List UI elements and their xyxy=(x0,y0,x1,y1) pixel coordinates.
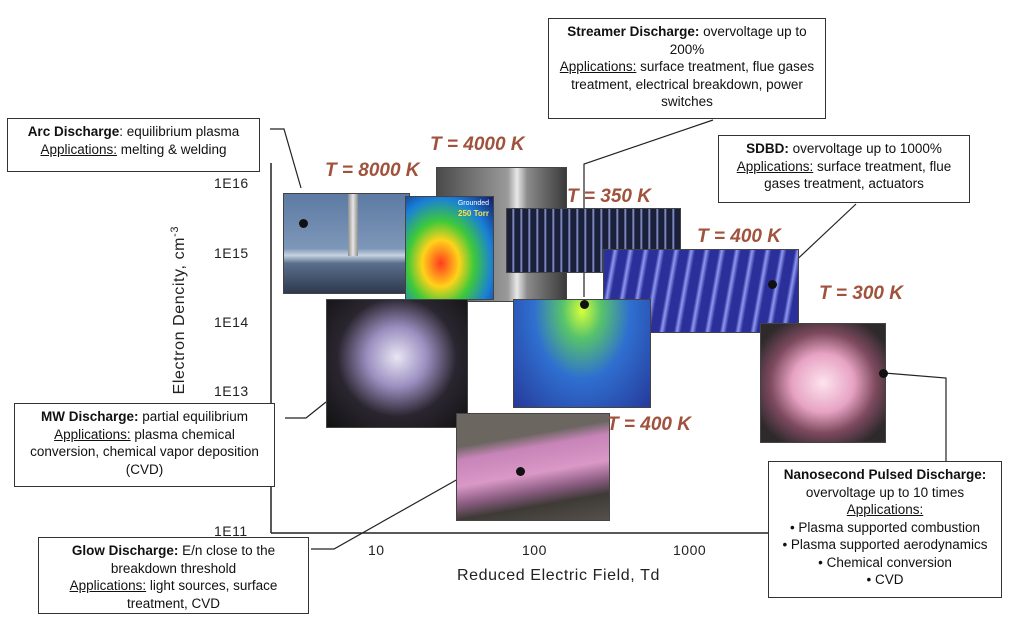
mw-title: MW Discharge: xyxy=(40,409,139,424)
glow-leader xyxy=(311,469,475,550)
temp-mw-torch: T = 4000 K xyxy=(430,134,525,155)
nanosecond-photo xyxy=(760,323,888,443)
x-tick-10: 10 xyxy=(368,542,385,558)
arc-photo xyxy=(283,193,410,294)
streamer-array-photo xyxy=(506,208,681,273)
glow-apps: light sources, surface treatment, CVD xyxy=(126,578,278,611)
sdbd-app-label: Applications: xyxy=(736,158,814,174)
temp-nanosecond: T = 300 K xyxy=(819,283,903,304)
mw-app-label: Applications: xyxy=(54,426,131,442)
arc-app-label: Applications: xyxy=(40,141,117,157)
nanosecond-app-item: • Chemical conversion xyxy=(818,554,952,570)
plasma-density-map-photo: Grounded 250 Torr xyxy=(405,196,494,300)
inset-tag: Grounded xyxy=(457,200,489,207)
streamer-desc: overvoltage up to 200% xyxy=(669,24,807,57)
streamer-tree-photo xyxy=(513,299,651,408)
y-axis-label: Electron Dencity, cm-3 xyxy=(168,225,189,395)
nanosecond-app-item: • Plasma supported combustion xyxy=(789,519,981,535)
temp-sdbd: T = 400 K xyxy=(697,226,781,247)
mw-apps: plasma chemical conversion, chemical vap… xyxy=(30,426,259,477)
arc-callout: Arc Discharge: equilibrium plasma Applic… xyxy=(7,118,260,172)
nanosecond-desc: overvoltage up to 10 times xyxy=(805,484,965,500)
streamer-apps: surface treatment, flue gases treatment,… xyxy=(571,59,815,109)
inset-pressure: 250 Torr xyxy=(458,209,489,218)
glow-callout: Glow Discharge: E/n close to the breakdo… xyxy=(38,537,309,614)
arc-title: Arc Discharge xyxy=(27,124,120,139)
nanosecond-title: Nanosecond Pulsed Discharge: xyxy=(783,467,987,482)
sdbd-photo xyxy=(603,249,799,333)
y-tick-1e16: 1E16 xyxy=(214,175,249,191)
mw-desc: partial equilibrium xyxy=(138,409,249,424)
glow-desc: E/n close to the breakdown threshold xyxy=(110,543,276,576)
streamer-app-label: Applications: xyxy=(559,59,637,74)
glow-title: Glow Discharge: xyxy=(71,543,179,558)
sdbd-desc: overvoltage up to 1000% xyxy=(788,141,942,156)
nanosecond-leader xyxy=(883,372,947,461)
x-tick-100: 100 xyxy=(522,542,547,558)
mw-leader xyxy=(285,401,327,419)
x-tick-1000: 1000 xyxy=(673,542,707,558)
temp-arc: T = 8000 K xyxy=(325,160,420,181)
streamer-title: Streamer Discharge: xyxy=(567,24,700,39)
temp-streamer: T = 350 K xyxy=(567,186,651,207)
y-tick-1e14: 1E14 xyxy=(214,314,249,330)
mw-callout: MW Discharge: partial equilibrium Applic… xyxy=(14,403,275,487)
sdbd-callout: SDBD: overvoltage up to 1000% Applicatio… xyxy=(718,135,970,203)
y-tick-1e11: 1E11 xyxy=(214,523,248,539)
nanosecond-app-item: • CVD xyxy=(866,572,904,587)
arc-leader xyxy=(270,128,302,189)
streamer-callout: Streamer Discharge: overvoltage up to 20… xyxy=(548,18,826,119)
x-axis-label: Reduced Electric Field, Td xyxy=(457,567,660,584)
arc-apps: melting & welding xyxy=(116,141,227,157)
y-tick-1e13: 1E13 xyxy=(214,383,249,399)
y-tick-1e15: 1E15 xyxy=(214,245,249,261)
sdbd-title: SDBD: xyxy=(746,141,789,156)
nanosecond-callout: Nanosecond Pulsed Discharge: overvoltage… xyxy=(768,461,1002,598)
mw-filament-photo xyxy=(326,299,468,428)
nanosecond-app-label: Applications: xyxy=(846,502,924,517)
glow-app-label: Applications: xyxy=(69,578,147,593)
glow-tube-photo xyxy=(456,413,610,521)
nanosecond-app-item: • Plasma supported aerodynamics xyxy=(782,537,988,552)
arc-desc: : equilibrium plasma xyxy=(119,124,240,139)
sdbd-apps: surface treatment, flue gases treatment,… xyxy=(764,158,952,192)
temp-glow: T = 400 K xyxy=(607,414,691,435)
